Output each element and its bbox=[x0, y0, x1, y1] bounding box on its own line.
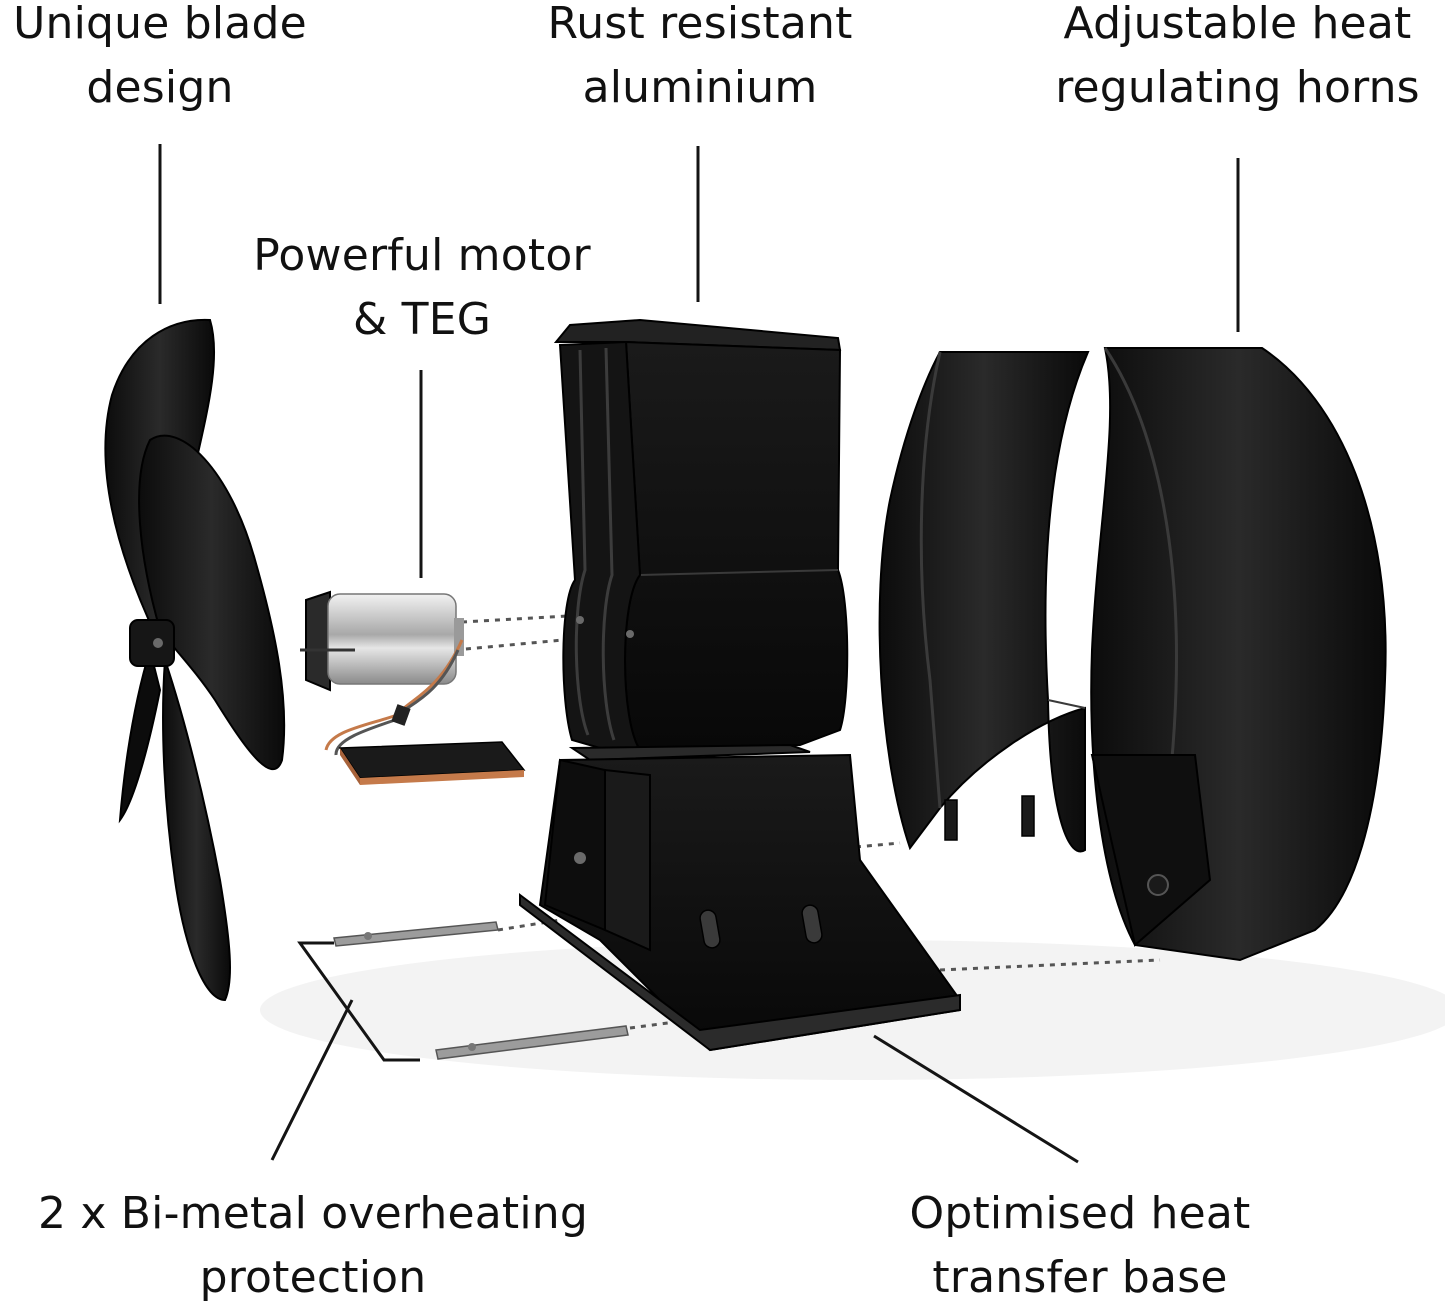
bimetal-strip-1 bbox=[333, 921, 499, 947]
heat-transfer-base bbox=[519, 743, 961, 1052]
motor-assembly bbox=[300, 590, 526, 785]
label-heat-transfer-base: Optimised heat transfer base bbox=[909, 1188, 1251, 1303]
label-aluminium: Rust resistant aluminium bbox=[547, 0, 853, 113]
label-blade-design: Unique blade design bbox=[13, 0, 307, 113]
horn-pin-1 bbox=[944, 799, 958, 841]
fan-blade bbox=[104, 318, 286, 1002]
label-regulating-horns: Adjustable heat regulating horns bbox=[1055, 0, 1420, 113]
leader-lines bbox=[158, 144, 1240, 1164]
leader-bimetal bbox=[270, 999, 354, 1161]
horn-left bbox=[878, 351, 1090, 853]
horn-right bbox=[1090, 347, 1387, 962]
label-bimetal-protection: 2 x Bi-metal overheating protection bbox=[37, 1188, 588, 1303]
fan-hub bbox=[129, 619, 175, 667]
horn-knob bbox=[1147, 874, 1169, 896]
horn-pin-2 bbox=[1021, 795, 1035, 837]
bimetal-strip-2 bbox=[435, 1025, 629, 1060]
leader-base bbox=[873, 1034, 1079, 1164]
aluminium-body bbox=[553, 318, 849, 752]
bimetal-bracket bbox=[297, 941, 420, 1062]
label-motor-teg: Powerful motor & TEG bbox=[253, 230, 591, 345]
motor-body bbox=[327, 593, 457, 685]
bimetal-strips bbox=[333, 921, 629, 1060]
